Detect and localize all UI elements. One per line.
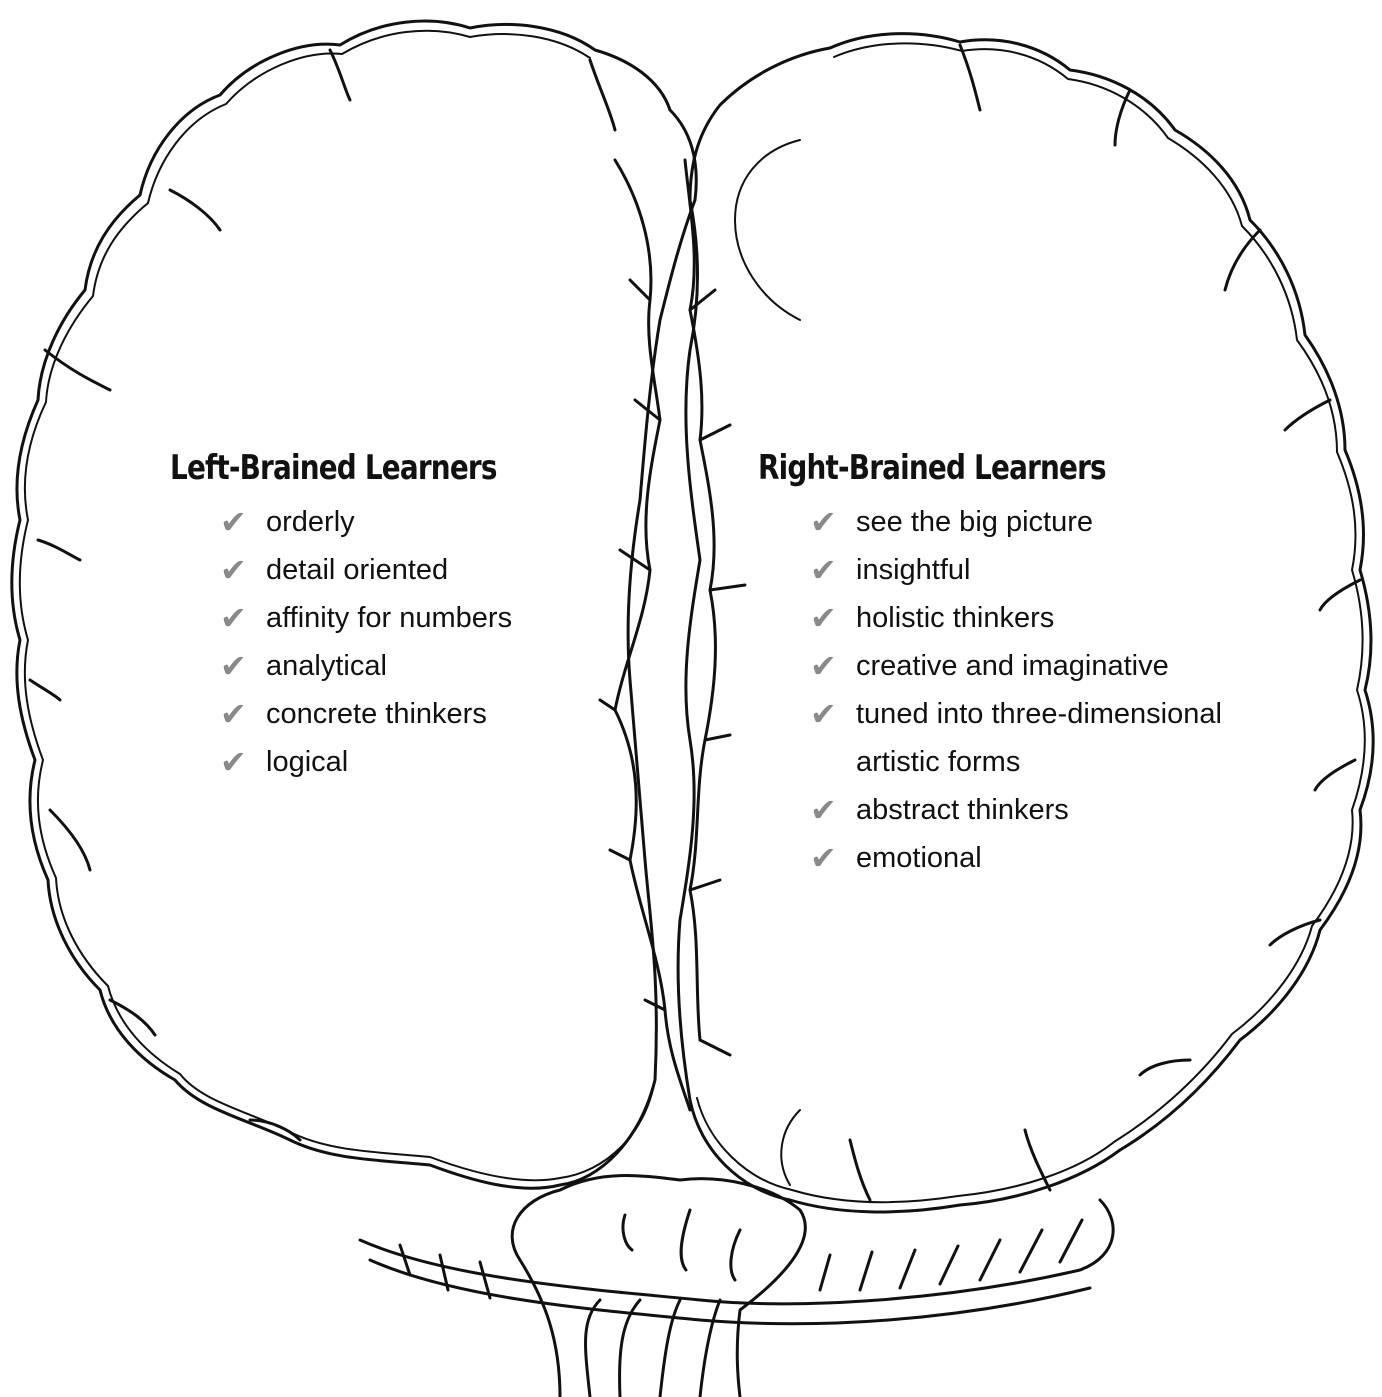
check-mark-icon: ✔: [810, 594, 856, 642]
list-item: ✔logical: [220, 738, 590, 786]
check-mark-icon: ✔: [220, 498, 266, 546]
list-item: ✔emotional: [810, 834, 1318, 882]
list-item: ✔detail oriented: [220, 546, 590, 594]
list-item: ✔see the big picture: [810, 498, 1318, 546]
right-brained-title: Right-Brained Learners: [758, 444, 1217, 492]
list-item: ✔tuned into three-dimensional artistic f…: [810, 690, 1318, 786]
list-item: ✔analytical: [220, 642, 590, 690]
list-item: ✔creative and imaginative: [810, 642, 1318, 690]
check-mark-icon: ✔: [810, 546, 856, 594]
right-brained-list: ✔see the big picture ✔insightful ✔holist…: [810, 498, 1318, 882]
list-item: ✔orderly: [220, 498, 590, 546]
check-mark-icon: ✔: [220, 738, 266, 786]
list-item: ✔holistic thinkers: [810, 594, 1318, 642]
right-brained-panel: Right-Brained Learners ✔see the big pict…: [758, 444, 1318, 882]
check-mark-icon: ✔: [810, 498, 856, 546]
check-mark-icon: ✔: [220, 690, 266, 738]
list-item: ✔abstract thinkers: [810, 786, 1318, 834]
list-item: ✔insightful: [810, 546, 1318, 594]
left-brained-list: ✔orderly ✔detail oriented ✔affinity for …: [220, 498, 590, 786]
left-brained-title: Left-Brained Learners: [170, 444, 514, 492]
check-mark-icon: ✔: [220, 642, 266, 690]
check-mark-icon: ✔: [810, 690, 856, 738]
check-mark-icon: ✔: [810, 834, 856, 882]
list-item: ✔concrete thinkers: [220, 690, 590, 738]
check-mark-icon: ✔: [220, 546, 266, 594]
list-item: ✔affinity for numbers: [220, 594, 590, 642]
left-brained-panel: Left-Brained Learners ✔orderly ✔detail o…: [170, 444, 590, 786]
cerebellum: [360, 1200, 1113, 1304]
check-mark-icon: ✔: [810, 786, 856, 834]
check-mark-icon: ✔: [220, 594, 266, 642]
check-mark-icon: ✔: [810, 642, 856, 690]
